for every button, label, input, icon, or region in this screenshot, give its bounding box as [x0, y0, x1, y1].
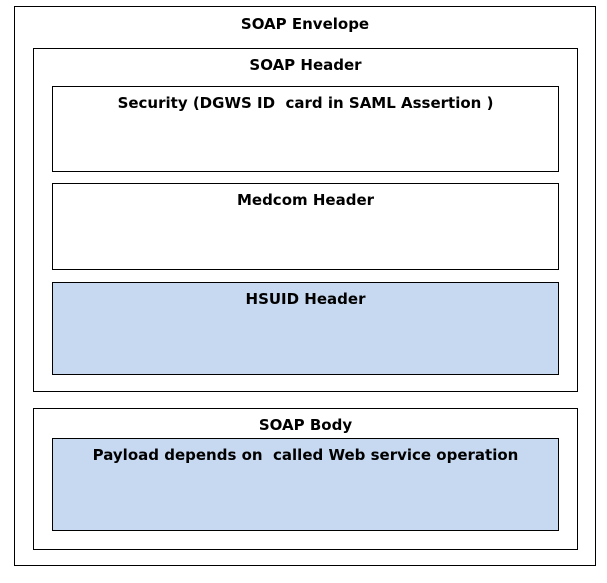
hsuid-header-block: HSUID Header [52, 282, 559, 375]
soap-header-title: SOAP Header [249, 56, 362, 74]
medcom-header-block: Medcom Header [52, 183, 559, 270]
payload-block: Payload depends on called Web service op… [52, 438, 559, 531]
payload-block-title: Payload depends on called Web service op… [92, 446, 519, 464]
medcom-header-title: Medcom Header [236, 191, 375, 209]
security-block-title: Security (DGWS ID card in SAML Assertion… [117, 94, 494, 112]
security-block: Security (DGWS ID card in SAML Assertion… [52, 86, 559, 172]
hsuid-header-title: HSUID Header [245, 290, 366, 308]
soap-body-title: SOAP Body [258, 416, 353, 434]
soap-envelope-title: SOAP Envelope [240, 15, 370, 33]
